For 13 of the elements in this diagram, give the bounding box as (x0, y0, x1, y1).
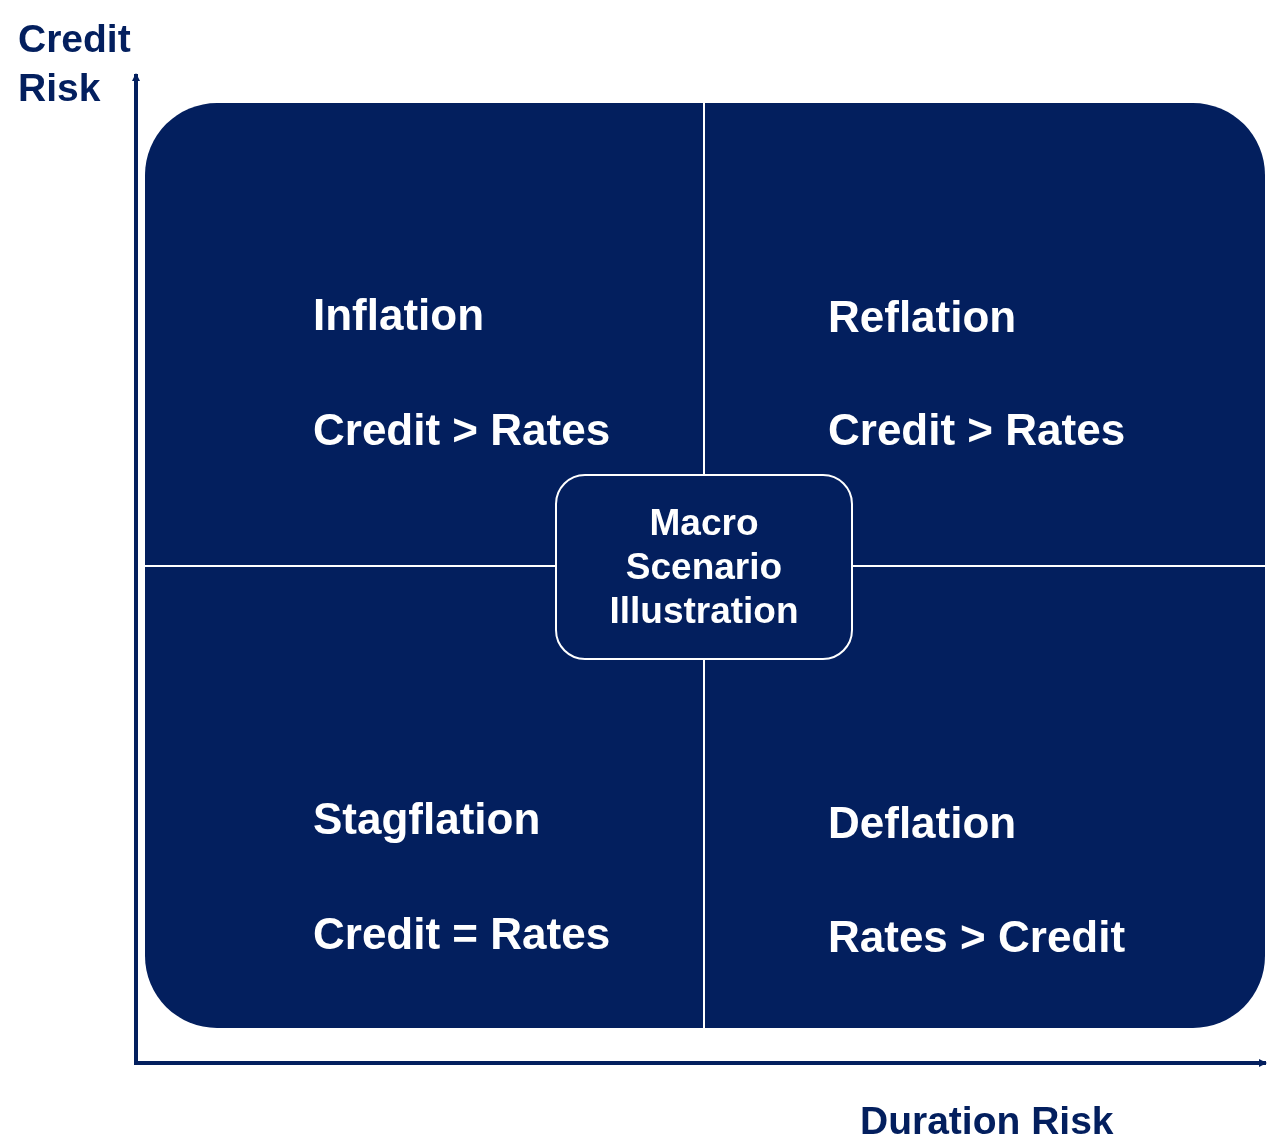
center-label: Macro Scenario Illustration (608, 501, 800, 633)
x-axis-label: Duration Risk (860, 1098, 1115, 1137)
center-box (555, 474, 853, 660)
scenario-title: Stagflation (313, 797, 541, 841)
scenario-relation: Credit = Rates (313, 912, 611, 956)
scenario-title: Inflation (313, 293, 485, 337)
scenario-relation: Rates > Credit (828, 915, 1126, 959)
y-axis-label: Credit Risk (18, 16, 132, 111)
scenario-title: Deflation (828, 801, 1017, 845)
quadrant-frame (145, 103, 1265, 1028)
scenario-relation: Credit > Rates (313, 408, 611, 452)
scenario-title: Reflation (828, 295, 1017, 339)
scenario-relation: Credit > Rates (828, 408, 1126, 452)
